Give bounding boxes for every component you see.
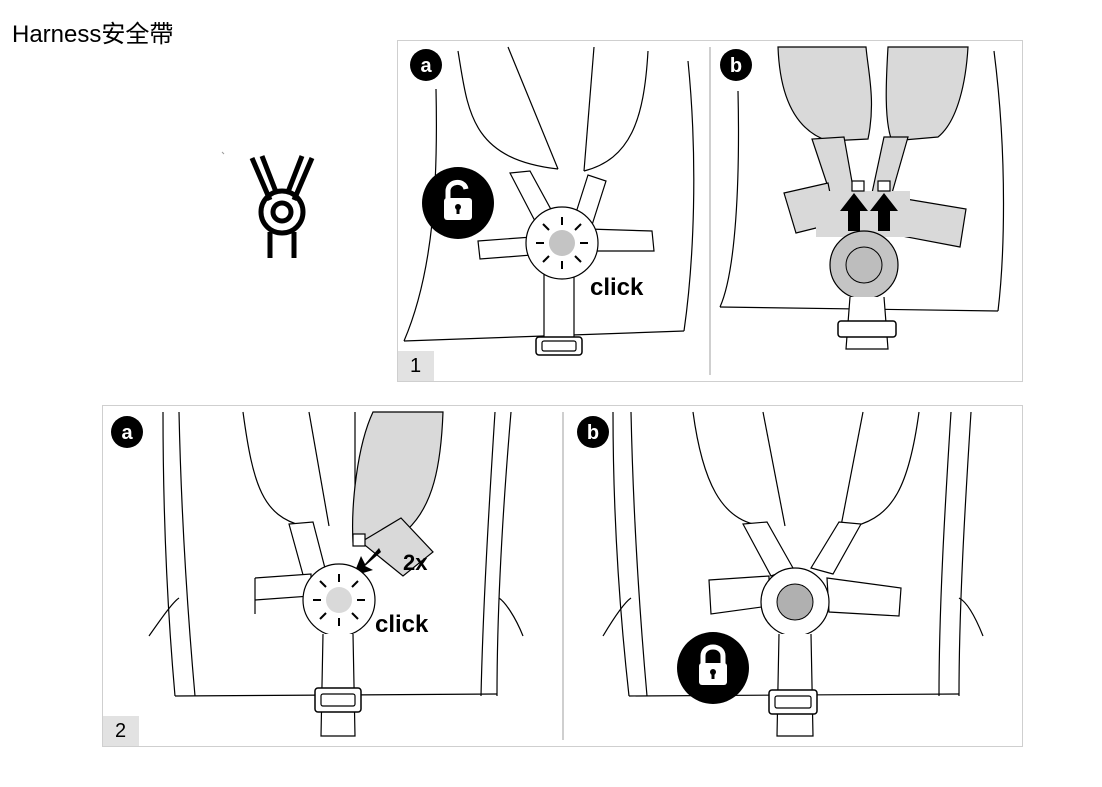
unlocked-padlock-icon <box>422 167 494 239</box>
badge-b-2 <box>577 416 609 448</box>
locked-padlock-icon <box>677 632 749 704</box>
badge-a-2-label: a <box>121 422 133 444</box>
step-number-2: 2 <box>103 716 139 746</box>
click-label-1: click <box>590 274 644 301</box>
harness-icon <box>221 151 315 258</box>
step-2-illustration: a 2x click <box>111 411 984 740</box>
click-label-2: click <box>375 611 429 638</box>
badge-b-2-label: b <box>587 422 599 444</box>
badge-b-1 <box>720 49 752 81</box>
count-label: 2x <box>403 550 428 575</box>
step-number-1: 1 <box>398 351 434 381</box>
badge-a-1 <box>410 49 442 81</box>
step-1-illustration: a click b <box>403 46 1005 375</box>
page-title: Harness安全帶 <box>12 21 174 48</box>
badge-a-1-label: a <box>420 55 432 77</box>
badge-a-2 <box>111 416 143 448</box>
step-2-panel: a 2x click <box>102 405 1023 747</box>
step-1-panel: a click b 1 <box>397 40 1023 382</box>
badge-b-1-label: b <box>730 55 742 77</box>
